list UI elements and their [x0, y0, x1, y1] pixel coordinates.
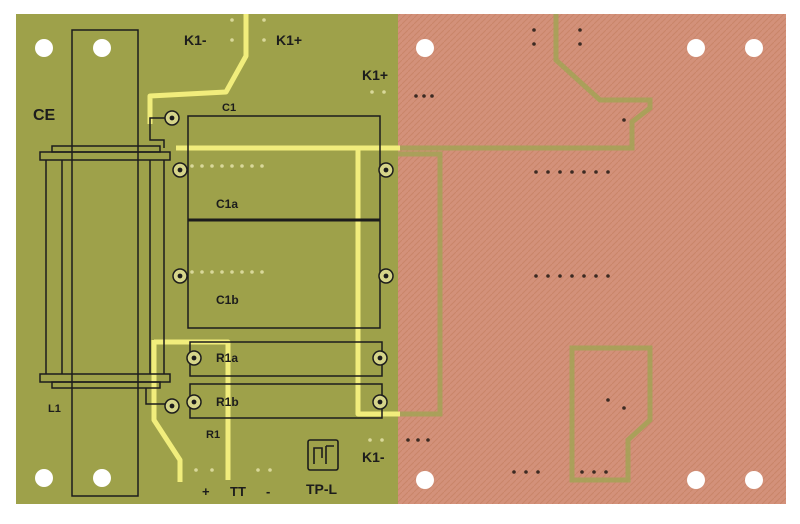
pad-dots-light	[190, 18, 386, 472]
label-minus: -	[266, 484, 270, 499]
label-r1: R1	[206, 429, 220, 441]
mounting-hole	[93, 39, 111, 57]
fr4-substrate-left	[16, 14, 400, 504]
mounting-hole	[35, 39, 53, 57]
label-plus: +	[202, 484, 210, 499]
label-c1: C1	[222, 102, 236, 114]
mounting-hole	[745, 471, 763, 489]
mounting-hole	[416, 39, 434, 57]
label-k1-minus-bottom: K1-	[362, 449, 385, 465]
tp-l-switch-symbol	[307, 439, 339, 471]
label-r1a: R1a	[216, 351, 238, 365]
label-k1-plus-right: K1+	[362, 67, 388, 83]
pad-dots	[406, 28, 626, 474]
capacitor-c1-outline	[149, 115, 381, 329]
copper-isolation-gaps	[398, 14, 653, 483]
label-tp-l: TP-L	[306, 481, 338, 497]
mounting-hole	[416, 471, 434, 489]
copper-plane-right	[398, 14, 786, 504]
inductor-l1-outline	[39, 29, 171, 497]
label-tt: TT	[230, 484, 246, 499]
mounting-hole	[687, 471, 705, 489]
label-c1b: C1b	[216, 293, 239, 307]
label-c1a: C1a	[216, 197, 238, 211]
label-l1: L1	[48, 403, 61, 415]
mounting-hole	[745, 39, 763, 57]
pcb-traces	[147, 14, 400, 482]
mounting-holes	[35, 39, 763, 489]
ce-mark: CE	[33, 107, 56, 124]
label-k1-minus-top: K1-	[184, 32, 207, 48]
label-k1-plus-top: K1+	[276, 32, 302, 48]
mounting-hole	[93, 469, 111, 487]
mounting-hole	[35, 469, 53, 487]
label-r1b: R1b	[216, 395, 239, 409]
mounting-hole	[687, 39, 705, 57]
